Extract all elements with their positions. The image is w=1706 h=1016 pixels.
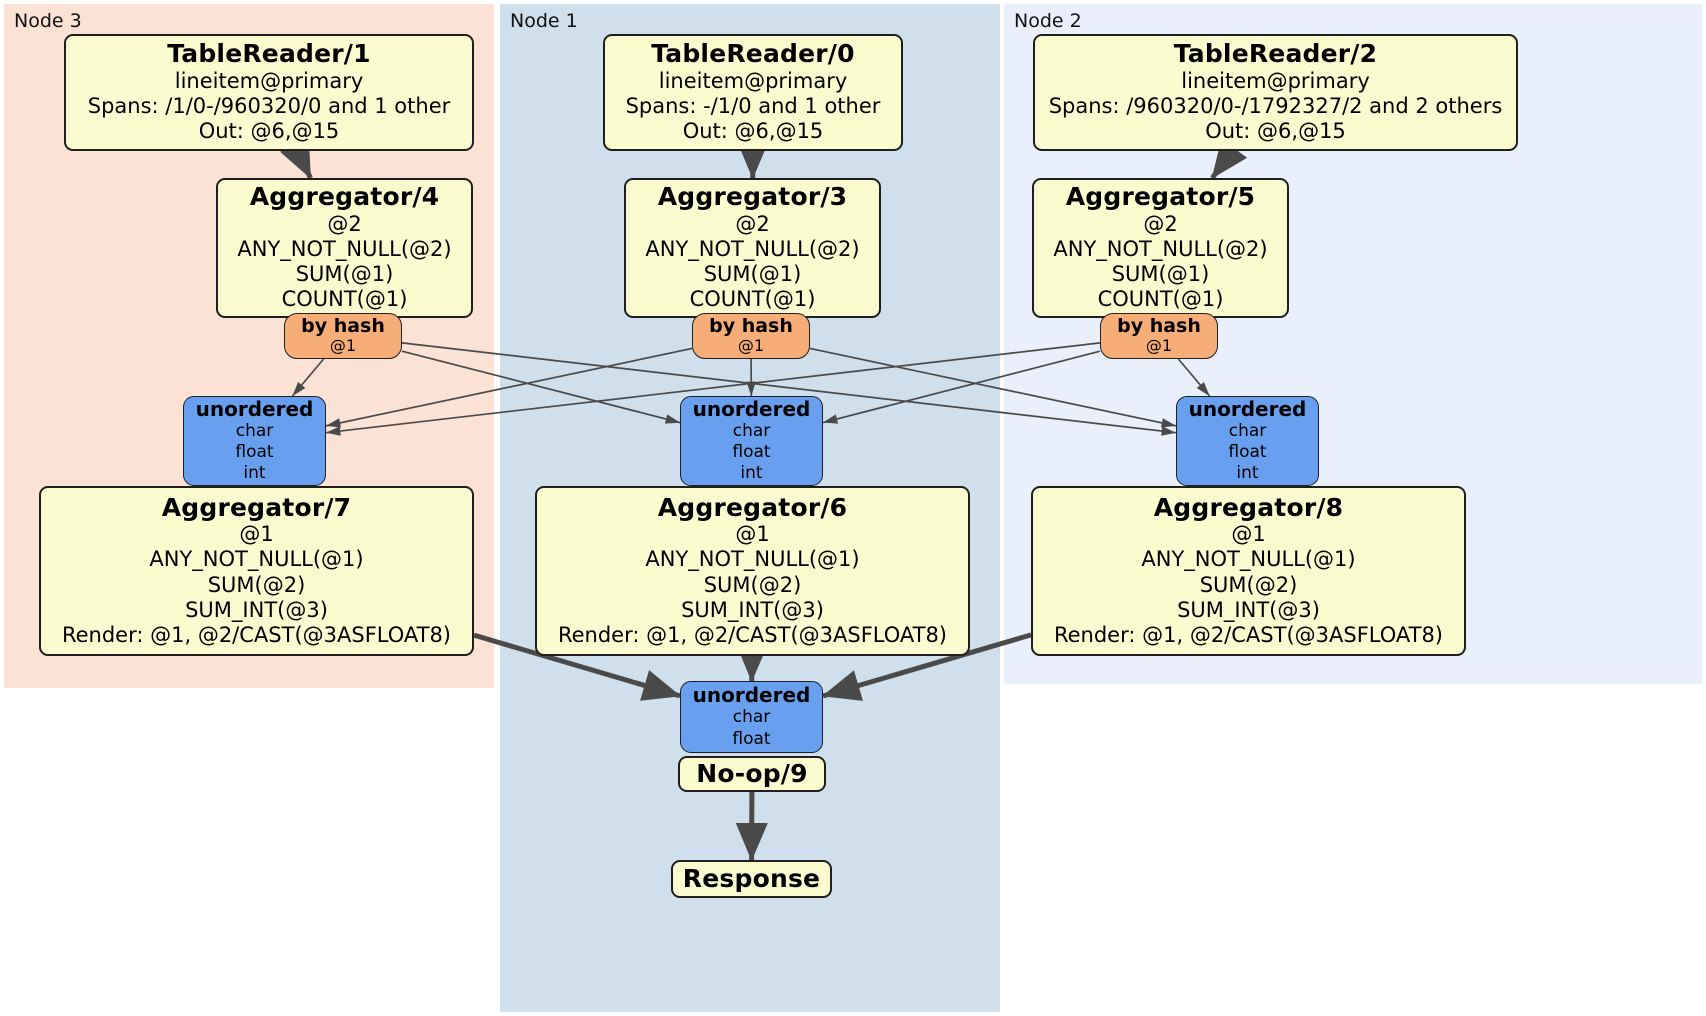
processor-detail-line: lineitem@primary bbox=[658, 68, 848, 93]
processor-title: Aggregator/7 bbox=[161, 492, 352, 522]
processor-detail-line: Spans: /960320/0-/1792327/2 and 2 others bbox=[1048, 94, 1503, 119]
processor-detail-line: @2 bbox=[327, 211, 362, 236]
processor-title: Response bbox=[682, 863, 821, 893]
processor-detail-line: SUM(@1) bbox=[703, 262, 802, 287]
processor-detail-line: @1 bbox=[735, 522, 770, 547]
router-detail-line: @1 bbox=[1145, 336, 1173, 356]
router-hash4[interactable]: by hash@1 bbox=[284, 313, 402, 359]
processor-detail-line: SUM(@2) bbox=[703, 572, 802, 597]
processor-title: TableReader/1 bbox=[167, 39, 371, 69]
processor-title: Aggregator/5 bbox=[1065, 182, 1256, 212]
processor-detail-line: SUM(@2) bbox=[1199, 572, 1298, 597]
synchronizer-detail-line: char bbox=[732, 420, 771, 441]
processor-detail-line: SUM(@2) bbox=[207, 572, 306, 597]
synchronizer-detail-line: float bbox=[235, 441, 274, 462]
node-panel-label: Node 1 bbox=[510, 10, 578, 32]
processor-detail-line: ANY_NOT_NULL(@1) bbox=[149, 547, 364, 572]
processor-title: TableReader/2 bbox=[1173, 39, 1378, 69]
processor-detail-line: Out: @6,@15 bbox=[198, 119, 340, 144]
processor-title: Aggregator/6 bbox=[657, 492, 848, 522]
synchronizer-detail-line: int bbox=[740, 463, 763, 484]
synchronizer-detail-line: float bbox=[732, 728, 771, 749]
processor-detail-line: SUM(@1) bbox=[295, 262, 394, 287]
processor-detail-line: Render: @1, @2/CAST(@3ASFLOAT8) bbox=[557, 623, 948, 648]
processor-detail-line: @1 bbox=[239, 522, 274, 547]
node-panel-label: Node 3 bbox=[14, 10, 82, 32]
synchronizer-title: unordered bbox=[692, 396, 811, 421]
processor-detail-line: @2 bbox=[735, 211, 770, 236]
processor-detail-line: COUNT(@1) bbox=[689, 287, 816, 312]
router-hash3[interactable]: by hash@1 bbox=[692, 313, 810, 359]
processor-detail-line: COUNT(@1) bbox=[281, 287, 408, 312]
processor-detail-line: ANY_NOT_NULL(@2) bbox=[1053, 237, 1268, 262]
synchronizer-detail-line: int bbox=[1236, 463, 1259, 484]
processor-detail-line: ANY_NOT_NULL(@2) bbox=[645, 237, 860, 262]
processor-detail-line: ANY_NOT_NULL(@2) bbox=[237, 237, 452, 262]
synchronizer-detail-line: char bbox=[732, 707, 771, 728]
synchronizer-detail-line: float bbox=[1228, 441, 1267, 462]
node-panel-label: Node 2 bbox=[1014, 10, 1082, 32]
processor-noop9[interactable]: No-op/9 bbox=[678, 756, 826, 792]
router-title: by hash bbox=[709, 315, 793, 338]
processor-detail-line: @2 bbox=[1143, 211, 1178, 236]
processor-detail-line: SUM_INT(@3) bbox=[681, 597, 824, 622]
processor-title: No-op/9 bbox=[696, 758, 808, 788]
synchronizer-detail-line: float bbox=[732, 441, 771, 462]
processor-title: Aggregator/8 bbox=[1153, 492, 1344, 522]
processor-response[interactable]: Response bbox=[671, 860, 832, 898]
router-hash5[interactable]: by hash@1 bbox=[1100, 313, 1218, 359]
processor-detail-line: ANY_NOT_NULL(@1) bbox=[645, 547, 860, 572]
processor-detail-line: Out: @6,@15 bbox=[1205, 119, 1346, 144]
processor-detail-line: SUM_INT(@3) bbox=[185, 597, 328, 622]
processor-detail-line: Render: @1, @2/CAST(@3ASFLOAT8) bbox=[61, 623, 452, 648]
router-detail-line: @1 bbox=[737, 336, 765, 356]
processor-detail-line: COUNT(@1) bbox=[1097, 287, 1224, 312]
processor-title: TableReader/0 bbox=[651, 39, 855, 69]
processor-detail-line: SUM(@1) bbox=[1111, 262, 1210, 287]
processor-detail-line: @1 bbox=[1231, 522, 1266, 547]
processor-detail-line: Spans: /1/0-/960320/0 and 1 other bbox=[87, 94, 451, 119]
synchronizer-title: unordered bbox=[692, 683, 811, 708]
router-title: by hash bbox=[1117, 315, 1201, 338]
processor-detail-line: ANY_NOT_NULL(@1) bbox=[1141, 547, 1356, 572]
processor-detail-line: lineitem@primary bbox=[1181, 68, 1370, 93]
processor-title: Aggregator/4 bbox=[249, 182, 440, 212]
processor-detail-line: lineitem@primary bbox=[174, 68, 364, 93]
synchronizer-title: unordered bbox=[195, 396, 314, 421]
router-title: by hash bbox=[301, 315, 385, 338]
processor-detail-line: Out: @6,@15 bbox=[682, 119, 824, 144]
processor-detail-line: Render: @1, @2/CAST(@3ASFLOAT8) bbox=[1053, 623, 1444, 648]
synchronizer-detail-line: int bbox=[243, 463, 266, 484]
synchronizer-detail-line: char bbox=[1228, 420, 1267, 441]
processor-detail-line: Spans: -/1/0 and 1 other bbox=[625, 94, 881, 119]
synchronizer-title: unordered bbox=[1188, 396, 1307, 421]
synchronizer-detail-line: char bbox=[235, 420, 274, 441]
processor-title: Aggregator/3 bbox=[657, 182, 848, 212]
router-detail-line: @1 bbox=[329, 336, 357, 356]
processor-detail-line: SUM_INT(@3) bbox=[1177, 597, 1320, 622]
